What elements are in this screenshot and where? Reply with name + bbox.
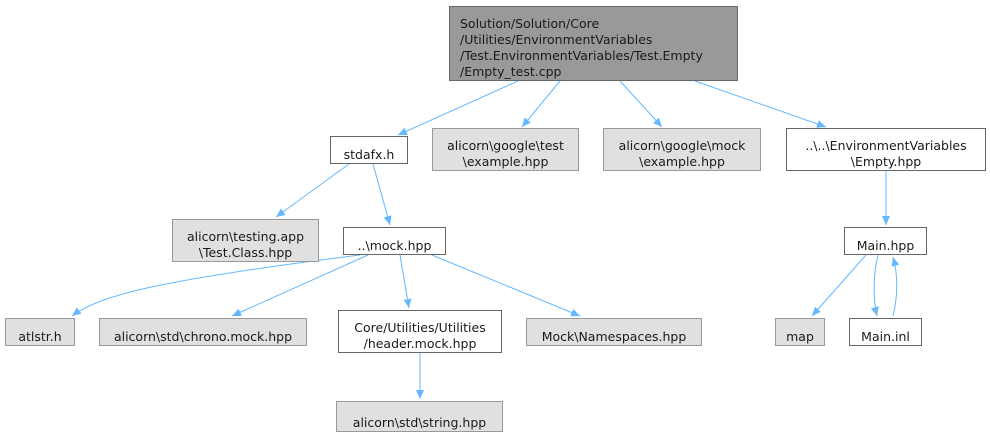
node-label-line: \example.hpp [639, 154, 725, 169]
node-label-line: \Empty.hpp [850, 154, 922, 169]
node-label-line: /header.mock.hpp [363, 336, 477, 351]
edge-mock-to-namespaces [431, 254, 581, 317]
node-label-line: Core/Utilities/Utilities [354, 320, 486, 335]
node-maininl[interactable]: Main.inl [849, 318, 922, 346]
edge-mock-to-atlstr [71, 254, 361, 317]
node-chrono[interactable]: alicorn\std\chrono.mock.hpp [99, 318, 307, 346]
node-label-line: /Empty_test.cpp [460, 63, 562, 79]
edge-root-to-gtest [521, 80, 561, 128]
node-label-line: alicorn\google\test [447, 138, 564, 153]
node-label-line: map [786, 329, 814, 344]
node-atlstr[interactable]: atlstr.h [5, 318, 75, 346]
node-map[interactable]: map [775, 318, 825, 346]
node-label-line: /Test.EnvironmentVariables/Test.Empty [460, 47, 703, 63]
edge-root-to-stdafx [397, 80, 519, 136]
node-label-line: \Test.Class.hpp [198, 245, 293, 260]
edge-stdafx-to-testingapp [275, 163, 350, 218]
edge-mainhpp-to-maininl [870, 254, 879, 317]
node-namespaces[interactable]: Mock\Namespaces.hpp [526, 318, 702, 346]
edge-root-to-empty [694, 80, 827, 128]
node-label-line: atlstr.h [18, 329, 62, 344]
node-empty[interactable]: ..\..\EnvironmentVariables\Empty.hpp [786, 128, 986, 171]
node-label-line: Mock\Namespaces.hpp [541, 329, 687, 344]
node-label-line: ..\..\EnvironmentVariables [805, 138, 967, 153]
node-label-line: alicorn\std\chrono.mock.hpp [113, 329, 293, 344]
node-header[interactable]: Core/Utilities/Utilities/header.mock.hpp [338, 310, 502, 353]
node-root[interactable]: Solution/Solution/Core/Utilities/Environ… [449, 6, 738, 81]
node-label-line: Main.inl [861, 329, 910, 344]
node-label-line: Solution/Solution/Core [460, 15, 600, 31]
node-label-line: stdafx.h [343, 147, 395, 162]
node-label-line: Main.hpp [856, 238, 915, 253]
node-label-line: alicorn\std\string.hpp [352, 415, 487, 430]
node-gmock[interactable]: alicorn\google\mock\example.hpp [603, 128, 761, 171]
node-label-line: /Utilities/EnvironmentVariables [460, 31, 653, 47]
edge-mock-to-chrono [231, 254, 369, 317]
node-label-line: \example.hpp [462, 154, 549, 169]
edge-root-to-gmock [619, 80, 663, 128]
edge-mainhpp-to-map [811, 254, 867, 317]
node-gtest[interactable]: alicorn\google\test\example.hpp [432, 128, 579, 171]
edge-mock-to-header [399, 254, 412, 309]
edge-stdafx-to-mock [372, 163, 392, 226]
node-label-line: alicorn\google\mock [618, 138, 746, 153]
node-label-line: ..\mock.hpp [357, 238, 432, 253]
node-mainhpp[interactable]: Main.hpp [844, 227, 927, 255]
node-stdafx[interactable]: stdafx.h [330, 136, 408, 164]
node-testingapp[interactable]: alicorn\testing.app\Test.Class.hpp [172, 219, 319, 262]
node-mock[interactable]: ..\mock.hpp [343, 227, 446, 255]
node-string[interactable]: alicorn\std\string.hpp [336, 401, 503, 432]
edge-maininl-to-mainhpp [891, 256, 900, 317]
node-label-line: alicorn\testing.app [186, 229, 305, 244]
